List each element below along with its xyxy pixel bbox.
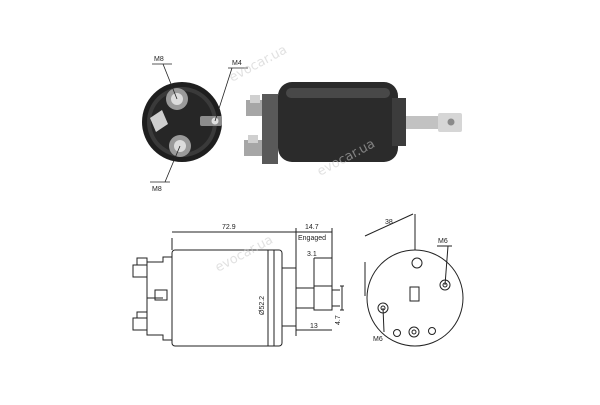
end-slot: [409, 286, 420, 302]
drawing-flange: [281, 267, 297, 327]
end-drawing-outline: [366, 249, 464, 347]
dim-plunger-offset: 3.1: [307, 251, 317, 258]
label-end-top-thread: M6: [438, 238, 448, 245]
label-top-thread: M8: [154, 56, 164, 63]
dim-length-total: 72.9: [222, 224, 236, 231]
side-photo: [244, 82, 462, 164]
small-terminal: [200, 116, 222, 126]
dim-diameter: Ø52.2: [259, 296, 266, 315]
label-side-thread: M4: [232, 60, 242, 67]
end-photo: M8 M4 M8: [142, 56, 248, 193]
drawing-plunger: [295, 287, 315, 309]
photo-front-flange: [392, 98, 406, 146]
photo-plunger: [406, 116, 440, 129]
end-drawing-labels: 38 M6 M6: [373, 219, 448, 343]
dim-plunger-width: 4.7: [335, 315, 342, 325]
dim-plunger-length: 13: [310, 323, 318, 330]
end-hole-bottom-right: [428, 327, 436, 335]
label-bottom-thread: M8: [152, 186, 162, 193]
photo-body: [278, 82, 398, 162]
label-engaged: Engaged: [298, 235, 326, 242]
end-hole-top: [411, 257, 423, 269]
drawing-plunger-tip: [313, 285, 333, 311]
end-drawing: [364, 213, 464, 347]
end-hole-bottom-center: [408, 326, 420, 338]
drawing-terminal-top: [132, 264, 148, 278]
watermark-3: evocar.ua: [213, 233, 276, 276]
side-drawing: [132, 228, 344, 347]
dim-end-width: 38: [385, 219, 393, 226]
bracket: [150, 110, 168, 132]
photo-terminal-bottom: [244, 140, 262, 156]
drawing-terminal-bottom: [132, 317, 148, 331]
label-end-bottom-thread: M6: [373, 336, 383, 343]
end-cap-face: [151, 91, 213, 153]
photo-terminal-top: [246, 100, 264, 116]
drawing-small-terminal: [154, 289, 168, 301]
dim-engaged-travel: 14.7: [305, 224, 319, 231]
photo-end-cap: [262, 94, 278, 164]
side-drawing-labels: 72.9 14.7 Engaged 3.1 Ø52.2 13 4.7: [222, 224, 342, 330]
end-hole-bottom-left: [393, 329, 401, 337]
